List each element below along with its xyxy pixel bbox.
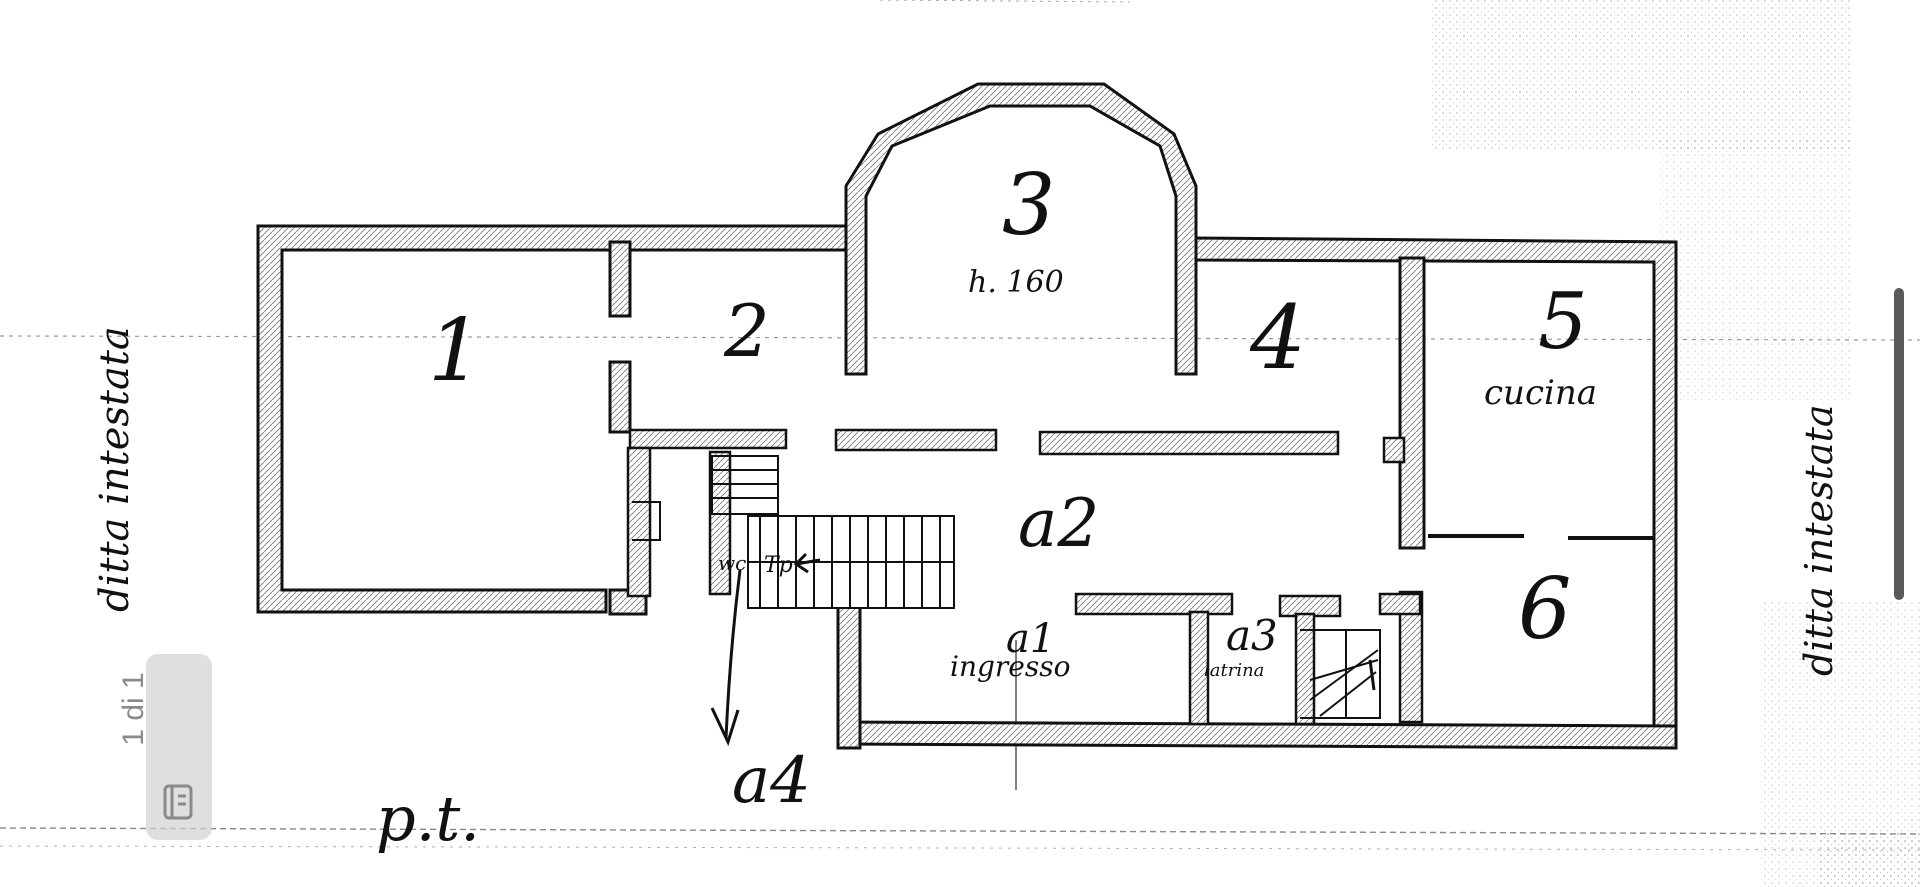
staircase: [632, 455, 1381, 719]
room-6-label: 6: [1518, 560, 1571, 658]
page-indicator-label: 1 di 1: [117, 672, 150, 746]
room-5-name: cucina: [1484, 373, 1597, 413]
room-4-label: 4: [1249, 286, 1306, 389]
vertical-scrollbar[interactable]: [1894, 288, 1904, 600]
tp-label: Tp: [764, 553, 793, 578]
room-5-label: 5: [1538, 277, 1588, 367]
area-a3-name: latrina: [1204, 660, 1264, 681]
exterior-walls: [256, 82, 1678, 750]
annotation-arrows: [710, 552, 1376, 747]
room-3-height: h. 160: [968, 265, 1064, 300]
room-1-label: 1: [428, 301, 483, 401]
wc-label: wc: [718, 551, 746, 575]
room-2-label: 2: [723, 289, 770, 373]
area-a1-name: ingresso: [950, 650, 1070, 683]
room-3-label: 3: [1002, 156, 1055, 254]
room-labels: 1 2 3 h. 160 4 5 cucina 6 a2 a1 ingresso…: [92, 156, 1841, 855]
area-a1-label: a1: [1006, 616, 1055, 662]
document-pages-icon: [163, 784, 193, 820]
interior-walls: [626, 428, 1654, 726]
left-neighbor-label: ditta intestata: [92, 326, 138, 612]
area-a4-label: a4: [732, 744, 811, 818]
area-a3-label: a3: [1226, 611, 1278, 660]
page-indicator[interactable]: 1 di 1: [117, 654, 212, 840]
right-neighbor-label: ditta intestata: [1797, 405, 1841, 677]
floor-label: p.t.: [376, 782, 480, 855]
area-a2-label: a2: [1018, 485, 1099, 562]
